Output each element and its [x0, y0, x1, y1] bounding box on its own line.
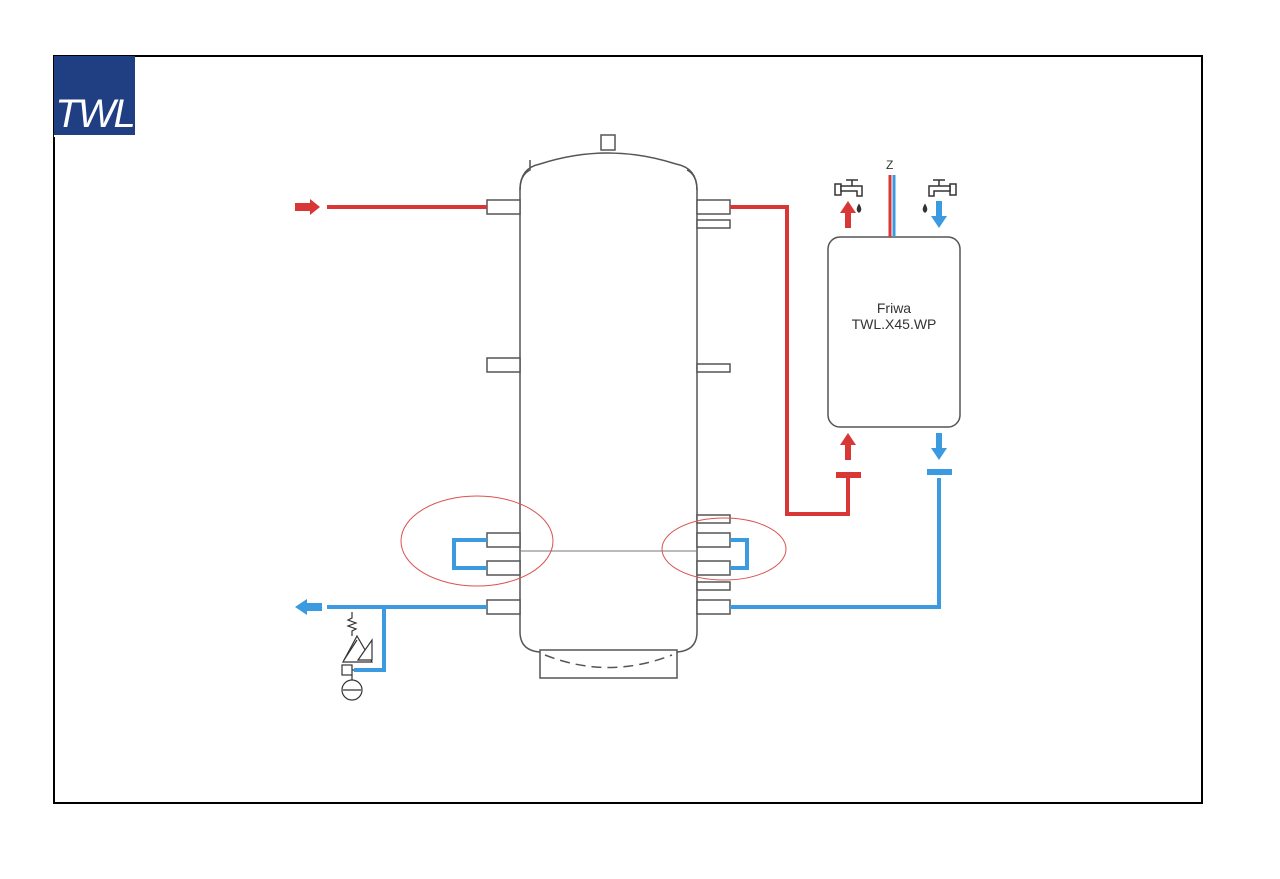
friwa-unit-label: Friwa TWL.X45.WP	[828, 300, 960, 332]
socket-right-coil-lower	[696, 560, 731, 576]
hot-water-piping	[327, 205, 861, 516]
socket-left-coil-lower	[486, 560, 521, 576]
hot-arrows	[295, 199, 856, 460]
tank-top-cap	[519, 160, 698, 191]
annotation-ellipse-right	[661, 517, 787, 581]
socket-left-bottom	[486, 599, 521, 615]
annotation-ellipses	[400, 495, 787, 587]
friwa-unit-name: Friwa	[876, 300, 912, 316]
hot-up-arrow-upper-icon	[840, 201, 856, 228]
socket-left-middle	[486, 357, 521, 373]
logo-text: TWL	[55, 92, 135, 136]
diagram-frame	[53, 55, 1203, 804]
cold-tap-icon	[922, 179, 957, 213]
safety-valve-icon	[341, 612, 374, 663]
socket-right-top-2	[696, 219, 731, 229]
socket-right-lower-small	[696, 581, 731, 591]
cold-water-piping	[327, 469, 952, 672]
tank-body	[519, 152, 698, 653]
socket-right-coil-upper	[696, 532, 731, 548]
friwa-unit-box	[827, 236, 961, 428]
hot-inlet-arrow-icon	[295, 199, 320, 215]
tank-sockets-left	[486, 199, 521, 615]
annotation-ellipse-left	[400, 495, 554, 587]
hot-tap-icon	[834, 179, 863, 213]
friwa-unit-model: TWL.X45.WP	[851, 316, 937, 332]
tank-top-connection	[600, 134, 616, 151]
socket-right-bottom	[696, 599, 731, 615]
circulation-lines	[888, 175, 896, 237]
storage-tank	[519, 134, 698, 679]
coil-loop-right	[730, 538, 749, 570]
cold-return-pipe	[730, 478, 941, 609]
cold-down-arrow-upper-icon	[931, 201, 947, 228]
expansion-branch-pipe	[354, 607, 386, 672]
socket-right-middle	[696, 363, 731, 373]
hot-supply-pipe	[730, 205, 850, 516]
logo-underline	[54, 135, 135, 137]
tank-sockets-right	[696, 199, 731, 615]
tank-bottom-dish	[544, 654, 673, 669]
circulation-label: Z	[886, 158, 894, 172]
cold-down-arrow-lower-icon	[931, 433, 947, 460]
twl-logo: TWL	[54, 56, 136, 137]
hot-up-arrow-lower-icon	[840, 433, 856, 460]
expansion-vessel-icon	[341, 664, 363, 701]
cold-outlet-arrow-icon	[295, 599, 322, 615]
socket-left-coil-upper	[486, 532, 521, 548]
socket-right-upper-small	[696, 514, 731, 524]
coil-loop-left	[452, 538, 487, 570]
cold-arrows	[295, 201, 947, 615]
socket-right-top	[696, 199, 731, 215]
tank-stand	[539, 649, 678, 679]
socket-left-top	[486, 199, 521, 215]
